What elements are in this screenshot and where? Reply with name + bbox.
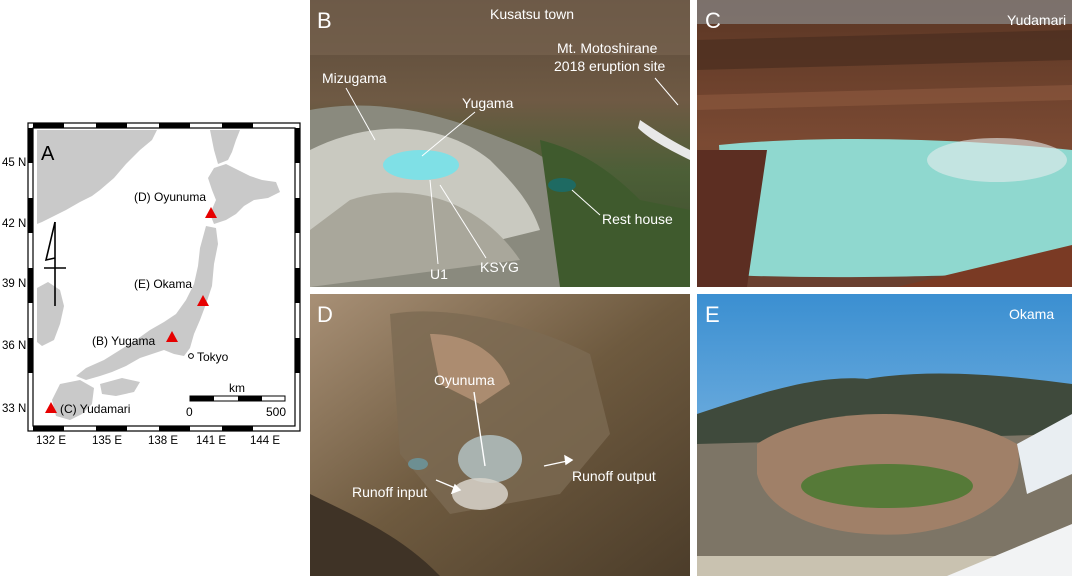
marker-okama — [197, 295, 209, 306]
lat-tick: 39 N — [2, 278, 27, 290]
lon-tick: 144 E — [250, 435, 281, 447]
okama-crater-image — [697, 294, 1072, 576]
lat-tick: 42 N — [2, 218, 27, 230]
panel-e-photo: E Okama — [697, 294, 1072, 576]
panel-c-letter: C — [705, 8, 721, 33]
scale-end-label: 500 — [266, 405, 287, 419]
label-mizugama: Mizugama — [322, 70, 387, 86]
panel-e-letter: E — [705, 302, 720, 327]
lat-tick: 45 N — [2, 157, 27, 169]
lat-tick: 33 N — [2, 403, 27, 415]
panel-b-photo: B Kusatsu town Mt. Motoshirane 2018 erup… — [310, 0, 690, 287]
scale-unit-label: km — [229, 381, 245, 395]
oyunuma-aerial-image — [310, 294, 690, 576]
label-u1: U1 — [430, 266, 448, 282]
panel-a-letter: A — [41, 143, 55, 165]
label-eruption-line1: Mt. Motoshirane — [557, 40, 658, 56]
site-label-oyunuma: (D) Oyunuma — [134, 190, 207, 204]
panel-a-map: A 45 N 42 N 39 N 36 N 33 N 132 E 135 E 1… — [0, 0, 310, 576]
label-rest-house: Rest house — [602, 211, 673, 227]
lon-tick: 138 E — [148, 435, 179, 447]
marker-tokyo — [188, 353, 194, 359]
label-okama: Okama — [1009, 306, 1055, 322]
label-runoff-output: Runoff output — [572, 468, 656, 484]
scale-start-label: 0 — [186, 405, 193, 419]
label-eruption-line2: 2018 eruption site — [554, 58, 666, 74]
lat-tick: 36 N — [2, 340, 27, 352]
marker-oyunuma — [205, 207, 217, 218]
marker-yugama — [166, 331, 178, 342]
lon-tick: 141 E — [196, 435, 227, 447]
label-oyunuma: Oyunuma — [434, 372, 495, 388]
label-runoff-input: Runoff input — [352, 484, 428, 500]
panel-b-letter: B — [317, 8, 332, 33]
north-arrow-icon — [44, 221, 66, 306]
label-kusatsu-town: Kusatsu town — [490, 6, 575, 22]
panel-d-photo: D Oyunuma Runoff input Runoff output — [310, 294, 690, 576]
label-yudamari: Yudamari — [1007, 12, 1067, 28]
site-label-yudamari: (C) Yudamari — [60, 402, 131, 416]
label-yugama: Yugama — [462, 95, 514, 111]
yudamari-crater-image — [697, 0, 1072, 287]
yugama-aerial-image — [310, 0, 690, 287]
japan-map-graphic — [27, 122, 301, 432]
lon-tick: 135 E — [92, 435, 123, 447]
city-label-tokyo: Tokyo — [197, 350, 229, 364]
site-label-okama: (E) Okama — [134, 277, 193, 291]
site-label-yugama: (B) Yugama — [92, 334, 156, 348]
lon-tick: 132 E — [36, 435, 67, 447]
panel-d-letter: D — [317, 302, 333, 327]
marker-yudamari — [45, 402, 57, 413]
panel-c-photo: C Yudamari — [697, 0, 1072, 287]
label-ksyg: KSYG — [480, 259, 519, 275]
